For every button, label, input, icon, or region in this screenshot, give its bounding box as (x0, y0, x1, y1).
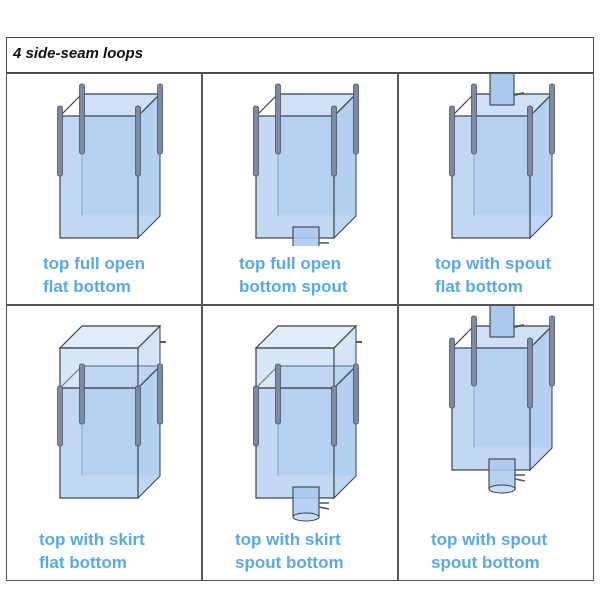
bag-side-face (333, 364, 357, 500)
top-spout-tie (513, 92, 525, 96)
lifting-loop (353, 83, 359, 155)
bag-cell: top with spout spout bottom (398, 305, 594, 581)
bag-front-face (59, 387, 139, 499)
bottom-spout-rim (292, 512, 320, 522)
bag-front-face (451, 115, 531, 239)
bag-caption-line: flat bottom (43, 277, 131, 296)
bottom-spout-tie (319, 242, 329, 244)
lifting-loop (79, 363, 85, 425)
top-spout (489, 306, 515, 338)
bag-front-face (59, 115, 139, 239)
lifting-loop (275, 363, 281, 425)
bag-caption-line: flat bottom (39, 553, 127, 572)
bag-figure (449, 306, 555, 494)
lifting-loop (471, 315, 477, 387)
top-spout-tie (513, 324, 525, 328)
bag-figure (57, 83, 163, 240)
skirt-front (255, 347, 335, 389)
bag-figure (253, 83, 359, 246)
bag-caption-line: top with skirt (235, 530, 341, 549)
lifting-loop (157, 363, 163, 425)
lifting-loop (527, 337, 533, 409)
bag-top-rim (255, 93, 358, 117)
bag-caption-line: top with spout (431, 530, 548, 549)
header-title: 4 side-seam loops (13, 45, 144, 62)
bag-caption-line: bottom spout (239, 277, 348, 296)
top-spout (489, 74, 515, 106)
lifting-loop (449, 105, 455, 177)
lifting-loop (79, 83, 85, 155)
bag-illustration (253, 83, 359, 246)
bag-side-face (529, 324, 553, 472)
bag-caption: top full open bottom spout (203, 252, 433, 298)
bag-illustration (253, 324, 362, 522)
bag-caption: top full open flat bottom (7, 252, 237, 298)
bottom-spout-rim (488, 484, 516, 494)
bag-figure (253, 324, 362, 522)
lifting-loop (331, 385, 337, 447)
lifting-loop (449, 337, 455, 409)
bag-cell: top with skirt flat bottom (6, 305, 202, 581)
bag-front-face (451, 347, 531, 471)
bag-illustration (449, 74, 555, 240)
bag-cell: top with skirt spout bottom (202, 305, 398, 581)
bag-illustration (57, 83, 163, 240)
bag-caption-line: top with spout (435, 254, 552, 273)
bag-figure (449, 74, 555, 240)
bag-caption-line: top with skirt (39, 530, 145, 549)
bag-caption-line: spout bottom (431, 553, 540, 572)
bag-caption: top with spout spout bottom (399, 528, 600, 574)
lifting-loop (471, 83, 477, 155)
bag-illustration (449, 306, 555, 494)
lifting-loop (275, 83, 281, 155)
lifting-loop (331, 105, 337, 177)
lifting-loop (135, 385, 141, 447)
lifting-loop (157, 83, 163, 155)
bag-caption-line: spout bottom (235, 553, 344, 572)
lifting-loop (549, 83, 555, 155)
bottom-spout (292, 226, 320, 246)
lifting-loop (527, 105, 533, 177)
bottom-spout-tie (318, 502, 330, 510)
bag-side-face (529, 92, 553, 240)
bag-side-face (333, 92, 357, 240)
bag-cell: top full open flat bottom (6, 73, 202, 305)
skirt-front (59, 347, 139, 389)
bag-caption: top with spout flat bottom (399, 252, 600, 298)
lifting-loop (549, 315, 555, 387)
bag-side-face (137, 364, 161, 500)
bag-illustration (57, 324, 166, 500)
bag-caption-line: flat bottom (435, 277, 523, 296)
lifting-loop (253, 385, 259, 447)
bag-caption: top with skirt spout bottom (203, 528, 429, 574)
bag-front-face (255, 115, 335, 239)
lifting-loop (57, 385, 63, 447)
bag-cell: top full open bottom spout (202, 73, 398, 305)
bag-cell: top with spout flat bottom (398, 73, 594, 305)
bag-top-rim (59, 93, 162, 117)
bag-front-face (255, 387, 335, 499)
lifting-loop (135, 105, 141, 177)
header-bar: 4 side-seam loops (6, 37, 594, 73)
bag-caption-line: top full open (239, 254, 341, 273)
bag-caption-line: top full open (43, 254, 145, 273)
bag-figure (57, 324, 166, 500)
bag-caption: top with skirt flat bottom (7, 528, 233, 574)
lifting-loop (57, 105, 63, 177)
bottom-spout-tie (514, 474, 526, 482)
lifting-loop (353, 363, 359, 425)
bag-side-face (137, 92, 161, 240)
lifting-loop (253, 105, 259, 177)
